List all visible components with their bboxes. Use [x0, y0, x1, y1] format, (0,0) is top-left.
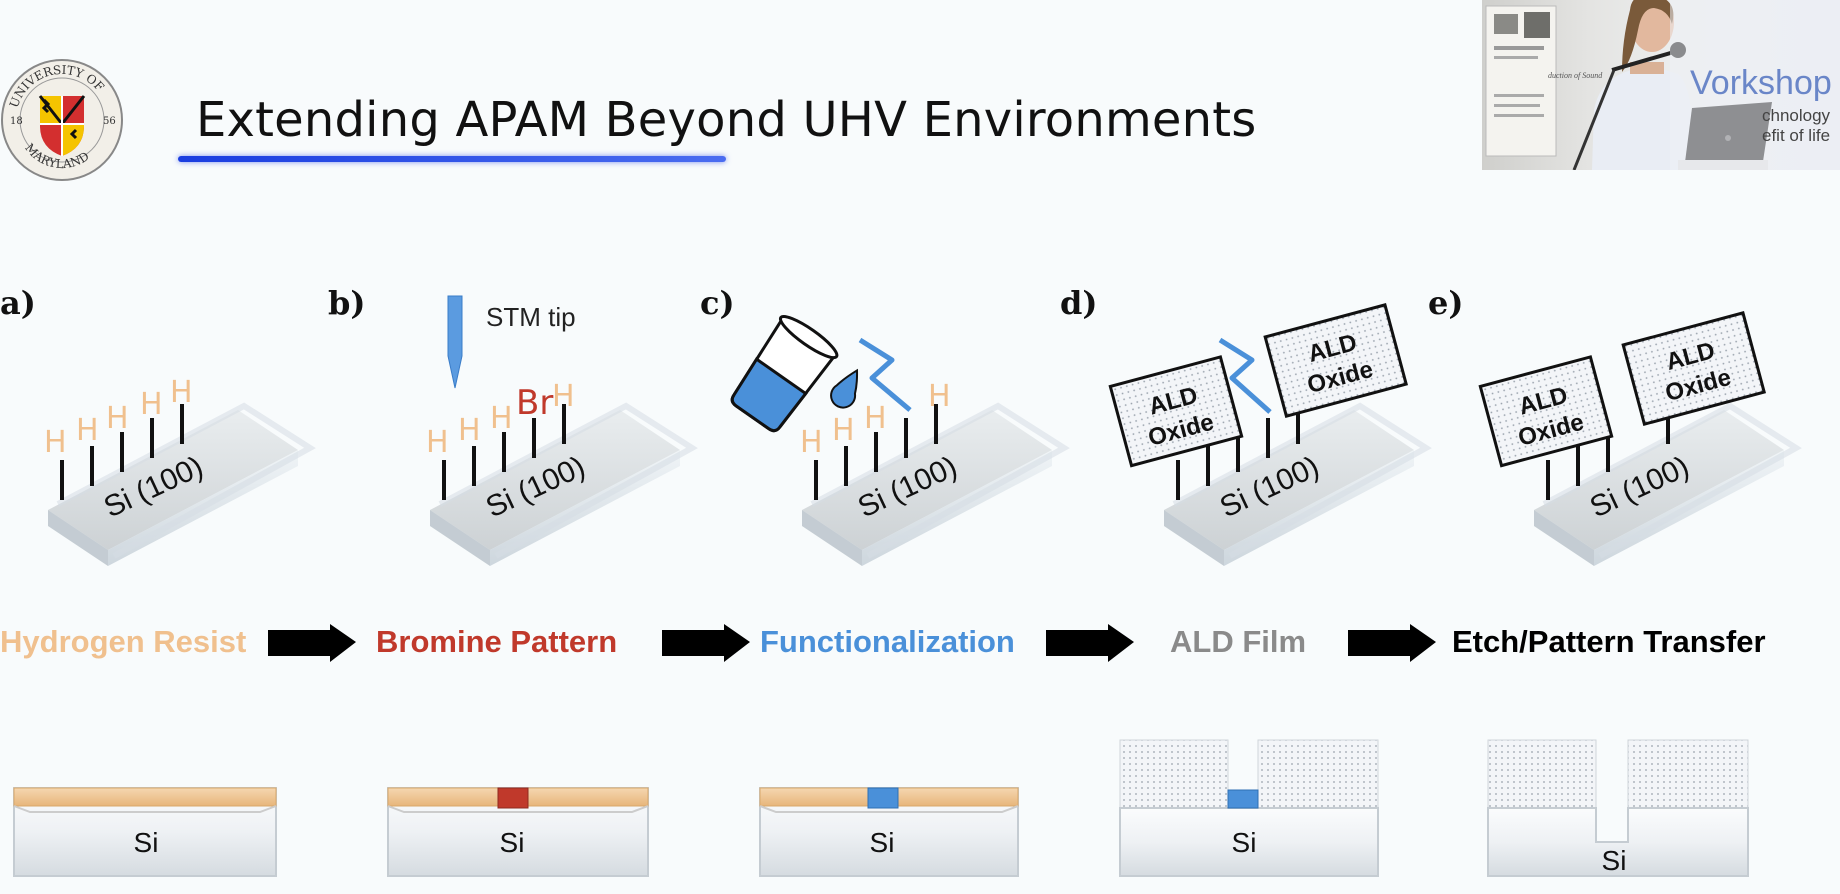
- h-atom: H: [170, 375, 193, 410]
- h-atom: H: [490, 401, 513, 436]
- cross-section-c: [759, 787, 1019, 877]
- h-atom: H: [140, 387, 163, 422]
- title-underline: [178, 156, 726, 162]
- label-hydrogen-resist: Hydrogen Resist: [0, 624, 246, 659]
- si-label: Si: [870, 827, 895, 858]
- beaker-icon: [730, 314, 839, 433]
- step-e-illustration: ALD Oxide ALD Oxide Si (100): [1478, 311, 1796, 566]
- video-banner-text: Vorkshop: [1690, 64, 1832, 102]
- si-label: Si: [1232, 827, 1257, 858]
- step-letter-d: d): [1060, 284, 1098, 322]
- h-atom: H: [552, 379, 575, 414]
- label-functionalization: Functionalization: [760, 624, 1015, 659]
- cross-section-b: [387, 787, 649, 877]
- arrows: [268, 624, 1436, 662]
- video-banner-sub1: chnology: [1762, 106, 1831, 125]
- step-letter-a: a): [0, 284, 36, 322]
- arrow-right-icon: [1046, 624, 1134, 662]
- arrow-right-icon: [662, 624, 750, 662]
- molecule-zigzag: [858, 337, 912, 412]
- step-letter-b: b): [328, 284, 366, 322]
- stm-tip-icon: [447, 295, 463, 389]
- step-letter-c: c): [700, 284, 735, 322]
- step-letter-e: e): [1428, 284, 1464, 322]
- label-etch-pattern-transfer: Etch/Pattern Transfer: [1452, 624, 1766, 659]
- arrow-right-icon: [268, 624, 356, 662]
- ald-oxide-box: ALD Oxide: [1263, 303, 1409, 419]
- h-atom: H: [928, 379, 951, 414]
- label-bromine-pattern: Bromine Pattern: [376, 624, 617, 659]
- video-banner-sub2: efit of life: [1762, 126, 1831, 145]
- h-atom: H: [832, 413, 855, 448]
- h-atom: H: [76, 413, 99, 448]
- droplet-icon: [830, 368, 859, 409]
- logo-year-right: 56: [103, 116, 116, 127]
- step-c-illustration: H H H H Si (100): [730, 314, 1064, 566]
- cross-section-d: [1119, 739, 1379, 877]
- ald-oxide-box: ALD Oxide: [1621, 311, 1767, 427]
- h-atom: H: [458, 413, 481, 448]
- ald-oxide-box: ALD Oxide: [1108, 355, 1244, 468]
- slide-title: Extending APAM Beyond UHV Environments: [196, 92, 1257, 148]
- si-label: Si: [1602, 845, 1627, 876]
- h-atom: H: [426, 425, 449, 460]
- cross-section-e: [1487, 739, 1749, 877]
- h-atom: H: [44, 425, 67, 460]
- h-atom: H: [106, 401, 129, 436]
- logo-year-left: 18: [10, 116, 23, 127]
- label-ald-film: ALD Film: [1170, 624, 1306, 659]
- si-label: Si: [134, 827, 159, 858]
- ald-oxide-box: ALD Oxide: [1478, 355, 1614, 468]
- arrow-right-icon: [1348, 624, 1436, 662]
- poster-text: duction of Sound: [1548, 71, 1603, 80]
- cross-section-a: [13, 787, 277, 877]
- molecule-zigzag: [1218, 337, 1272, 414]
- university-seal-logo: UNIVERSITY OF MARYLAND 18 56: [1, 59, 123, 181]
- step-a-illustration: H H H H H Si (100): [44, 375, 310, 566]
- speaker-video-inset: duction of Sound: [1482, 0, 1840, 170]
- step-b-illustration: H H H H Br Si (100): [426, 295, 692, 566]
- step-d-illustration: ALD Oxide ALD Oxide Si (100): [1108, 303, 1426, 566]
- h-atom: H: [864, 401, 887, 436]
- si-label: Si: [500, 827, 525, 858]
- br-atom: Br: [516, 383, 553, 423]
- stm-tip-label: STM tip: [486, 302, 576, 332]
- h-atom: H: [800, 425, 823, 460]
